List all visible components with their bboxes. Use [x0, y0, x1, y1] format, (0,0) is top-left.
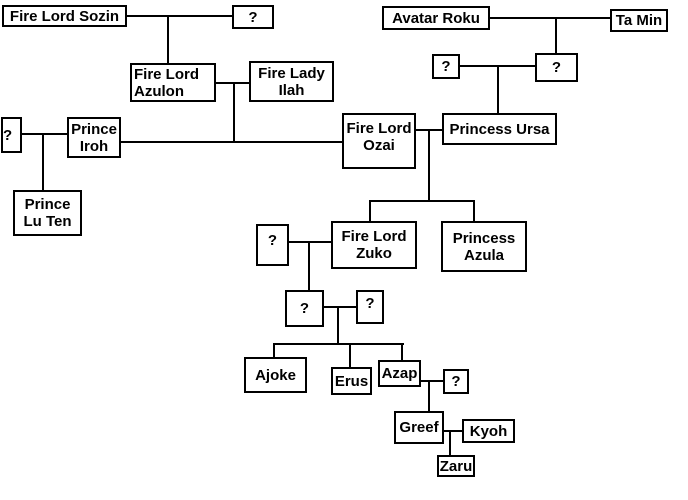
- person-zaru[interactable]: Zaru: [437, 455, 475, 477]
- person-name-line: Zaru: [439, 457, 473, 475]
- connector-azap-drop: [401, 343, 403, 361]
- connector-sozin-descent: [167, 15, 169, 64]
- connector-azula-drop: [473, 200, 475, 222]
- person-iroh-spouse-unknown[interactable]: ?: [1, 117, 22, 153]
- connector-ursa-parents-descent: [497, 65, 499, 114]
- connector-greef-descent: [449, 430, 451, 456]
- person-azap-spouse-unknown[interactable]: ?: [443, 369, 469, 394]
- connector-iroh-descent: [42, 133, 44, 191]
- person-name-line: Ta Min: [615, 12, 663, 29]
- person-name-line: Greef: [399, 419, 439, 436]
- person-name-line: Fire Lord: [134, 65, 200, 83]
- person-name-line: ?: [441, 58, 451, 75]
- person-name-line: Azulon: [134, 82, 184, 100]
- person-name-line: Azula: [463, 246, 504, 264]
- person-name-line: Azap: [381, 365, 418, 382]
- connector-zuko-descent: [308, 241, 310, 291]
- person-name-line: ?: [365, 295, 375, 312]
- person-name-line: Fire Lord Sozin: [9, 7, 120, 25]
- person-name-line: Kyoh: [469, 422, 508, 440]
- connector-roku-descent: [555, 17, 557, 54]
- person-name-line: Zuko: [356, 245, 392, 262]
- connector-sozin-marriage: [126, 15, 233, 17]
- person-name-line: Ilah: [278, 81, 305, 99]
- person-name-line: Fire Lord: [346, 120, 412, 137]
- person-name-line: Fire Lady: [258, 64, 325, 82]
- person-name-line: Princess Ursa: [449, 120, 550, 138]
- person-name-line: Iroh: [79, 137, 109, 155]
- connector-azap-marriage: [420, 380, 444, 382]
- person-ursa-father-unknown[interactable]: ?: [432, 54, 460, 79]
- connector-azulon-children: [120, 141, 342, 143]
- person-ursa[interactable]: Princess Ursa: [442, 113, 557, 145]
- person-name-line: ?: [267, 232, 278, 249]
- person-zuko-spouse-unknown[interactable]: ?: [256, 224, 289, 266]
- connector-ozai-descent: [428, 129, 430, 201]
- person-kyoh[interactable]: Kyoh: [462, 419, 515, 443]
- person-ursa-mother-unknown[interactable]: ?: [535, 53, 578, 82]
- connector-azulon-descent: [233, 82, 235, 142]
- person-name-line: ?: [299, 300, 310, 317]
- person-name-line: Princess: [452, 229, 516, 247]
- person-avatar-roku[interactable]: Avatar Roku: [382, 6, 490, 30]
- person-name-line: Prince: [71, 120, 117, 138]
- connector-zuko-child-marriage: [323, 306, 357, 308]
- person-sozin[interactable]: Fire Lord Sozin: [2, 5, 127, 27]
- person-name-line: ?: [3, 126, 13, 144]
- person-name-line: ?: [248, 8, 258, 26]
- person-name-line: Fire Lord: [341, 228, 407, 245]
- person-ta-min[interactable]: Ta Min: [610, 9, 668, 32]
- connector-zuko-drop: [369, 200, 371, 222]
- connector-greef-marriage: [443, 430, 463, 432]
- person-sozin-spouse-unknown[interactable]: ?: [232, 5, 274, 29]
- person-name-line: Erus: [334, 372, 369, 390]
- person-zuko-child-unknown[interactable]: ?: [285, 290, 324, 327]
- person-ajoke[interactable]: Ajoke: [244, 357, 307, 393]
- person-name-line: Lu Ten: [23, 213, 72, 230]
- person-name-line: Ajoke: [255, 366, 296, 384]
- connector-erus-drop: [349, 343, 351, 368]
- person-name-line: ?: [451, 373, 461, 390]
- person-azap[interactable]: Azap: [378, 360, 421, 387]
- connector-ozai-children: [369, 200, 475, 202]
- connector-grandchildren: [273, 343, 404, 345]
- person-name-line: Prince: [24, 196, 71, 213]
- person-zuko-child-spouse-unknown[interactable]: ?: [356, 290, 384, 324]
- person-erus[interactable]: Erus: [331, 367, 372, 395]
- person-name-line: Avatar Roku: [392, 9, 480, 27]
- connector-ajoke-drop: [273, 343, 275, 358]
- connector-roku-marriage: [489, 17, 611, 19]
- person-name-line: Ozai: [363, 137, 395, 154]
- connector-zuko-child-descent: [337, 306, 339, 344]
- person-greef[interactable]: Greef: [394, 411, 444, 444]
- connector-iroh-marriage: [21, 133, 68, 135]
- connector-azap-descent: [428, 380, 430, 412]
- connector-zuko-marriage: [288, 241, 332, 243]
- connector-azulon-marriage: [215, 82, 250, 84]
- person-name-line: ?: [551, 59, 562, 76]
